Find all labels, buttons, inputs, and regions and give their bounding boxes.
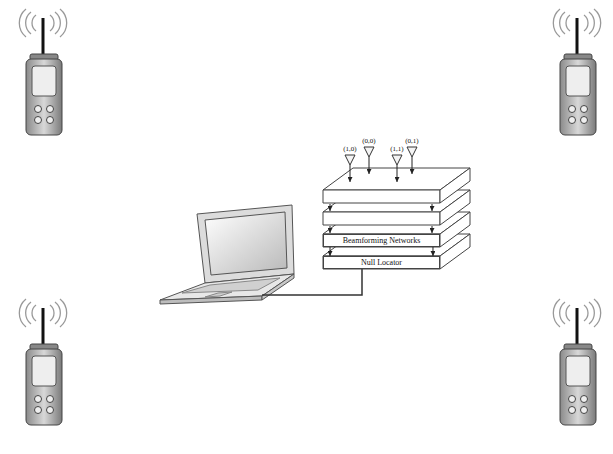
radio-handset	[19, 9, 66, 135]
laptop-cable	[262, 269, 362, 295]
module-plate: Null Locator	[323, 256, 440, 269]
radio-handset	[553, 9, 600, 135]
module-plate: Beamforming Networks	[323, 234, 440, 247]
antenna-index: (0,1)	[405, 138, 418, 145]
plate-label: Null Locator	[361, 259, 402, 267]
radio-handset	[553, 299, 600, 425]
radio-handset	[19, 299, 66, 425]
signal-arrow	[330, 247, 331, 256]
plate-label: Beamforming Networks	[343, 237, 421, 245]
antenna-index: (1,0)	[343, 146, 356, 153]
antenna-index: (1,1)	[390, 146, 403, 153]
antenna-feeds	[350, 157, 412, 182]
laptop	[160, 205, 294, 304]
module-stack	[323, 168, 470, 269]
signal-arrow	[432, 247, 433, 256]
antenna-index: (0,0)	[362, 138, 375, 145]
stack-arrows	[330, 204, 432, 233]
